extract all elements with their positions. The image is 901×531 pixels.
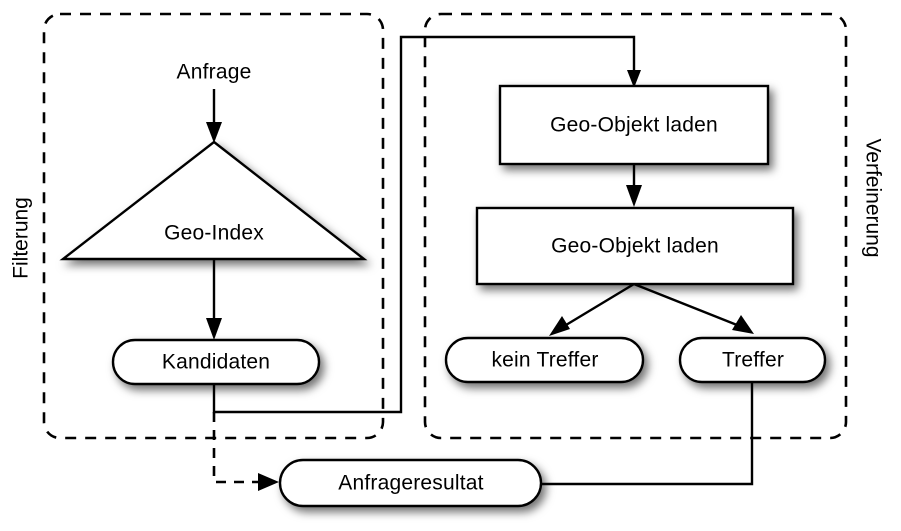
anfrageresultat-stadium-shape <box>278 458 543 508</box>
group-label-verfeinerung: Verfeinerung <box>861 138 884 257</box>
node-treffer: Treffer <box>678 336 827 384</box>
arrowhead-into-geo-index <box>206 122 222 143</box>
edge-geo-objekt-laden-2-to-treffer <box>633 282 738 327</box>
group-frame-verfeinerung <box>423 12 848 440</box>
edge-kandidaten-to-anfrageresultat <box>212 412 262 484</box>
arrowhead-into-geo-objekt-laden-2 <box>626 185 642 207</box>
node-kein-treffer: kein Treffer <box>444 336 645 384</box>
edge-kandidaten-to-geo-objekt-laden-1 <box>212 35 636 414</box>
arrowhead-into-geo-objekt-laden-1 <box>627 70 641 88</box>
kein-treffer-label: kein Treffer <box>491 349 598 372</box>
treffer-stadium-shape <box>678 336 827 384</box>
treffer-label: Treffer <box>722 349 784 372</box>
arrowhead-into-treffer <box>732 315 754 334</box>
group-label-filterung: Filterung <box>10 197 33 279</box>
kandidaten-stadium-shape <box>111 338 321 386</box>
geo-objekt-laden-1-label: Geo-Objekt laden <box>550 114 718 137</box>
geo-objekt-laden-1-box-shape <box>498 84 770 166</box>
geo-objekt-laden-2-box-shape <box>475 206 795 286</box>
node-geo-objekt-laden-1: Geo-Objekt laden <box>498 84 770 166</box>
node-anfrage: Anfrage <box>177 61 252 84</box>
geo-index-triangle-shape <box>59 140 368 261</box>
arrowhead-into-anfrageresultat <box>258 473 279 491</box>
node-anfrageresultat: Anfrageresultat <box>278 458 543 508</box>
arrowhead-into-kandidaten <box>206 318 222 340</box>
edge-treffer-to-anfrageresultat <box>541 382 754 486</box>
edge-geo-objekt-laden-2-to-kein-treffer <box>565 282 635 327</box>
arrowhead-into-kein-treffer <box>549 316 570 336</box>
geo-objekt-laden-2-label: Geo-Objekt laden <box>551 235 719 258</box>
kein-treffer-stadium-shape <box>444 336 645 384</box>
node-kandidaten: Kandidaten <box>111 338 321 386</box>
node-geo-objekt-laden-2: Geo-Objekt laden <box>475 206 795 286</box>
geo-index-label: Geo-Index <box>164 222 264 245</box>
anfrageresultat-label: Anfrageresultat <box>338 472 483 495</box>
kandidaten-label: Kandidaten <box>162 351 270 374</box>
node-geo-index: Geo-Index <box>59 140 368 261</box>
